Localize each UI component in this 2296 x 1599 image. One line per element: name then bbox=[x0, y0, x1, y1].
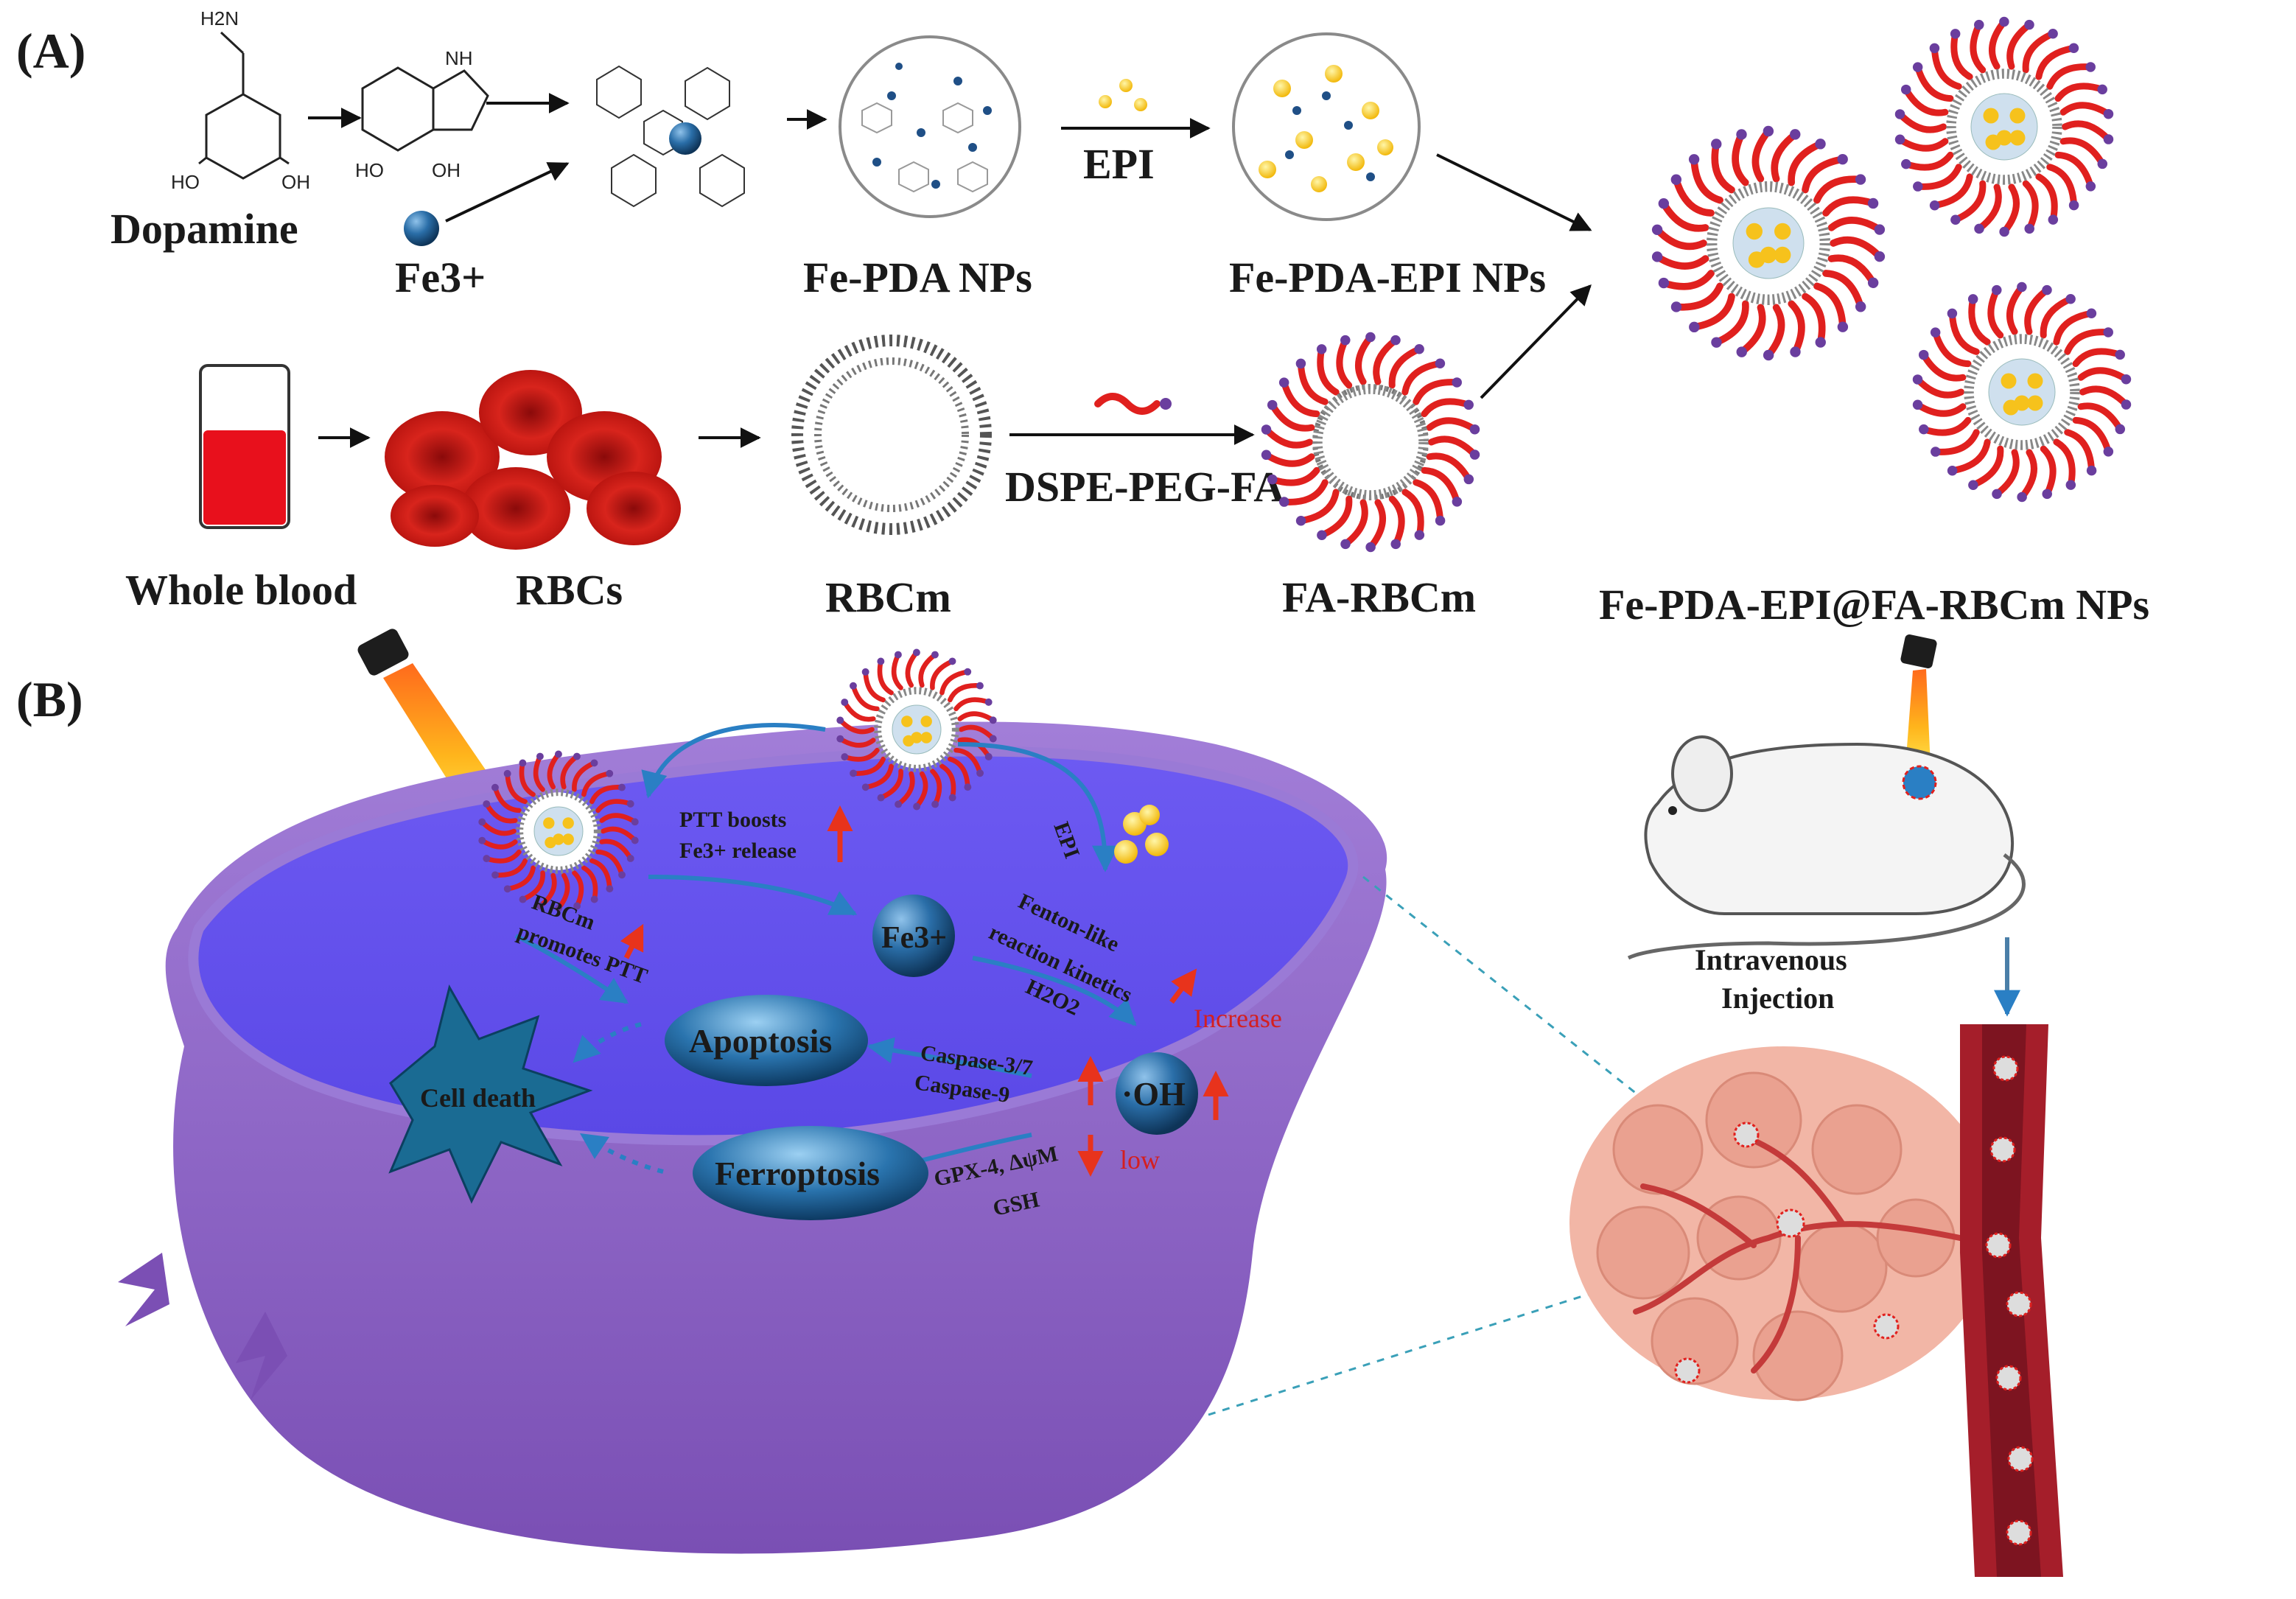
final-nanoparticles bbox=[1651, 16, 2132, 503]
coated-nanoparticle bbox=[478, 750, 639, 912]
dopamine-structure bbox=[198, 31, 290, 180]
ho-label-2: HO bbox=[355, 159, 384, 181]
injection-label: Injection bbox=[1721, 982, 1834, 1015]
coated-nanoparticle bbox=[1894, 16, 2114, 237]
apoptosis-oval bbox=[665, 995, 868, 1086]
blood-vessel bbox=[1960, 1024, 2063, 1577]
rbcs-label: RBCs bbox=[516, 566, 623, 614]
red-arrows bbox=[620, 805, 1229, 1177]
increase-label: Increase bbox=[1194, 1004, 1282, 1033]
zoom-connectors bbox=[1208, 875, 1813, 1416]
fe-pda-epi-nanoparticle bbox=[1232, 32, 1421, 221]
rbcm-vesicle bbox=[791, 335, 992, 535]
red-blood-cells bbox=[385, 370, 681, 550]
nh-label: NH bbox=[445, 47, 473, 69]
epi-label: EPI bbox=[1083, 140, 1155, 188]
fe-pda-polymer bbox=[596, 65, 745, 208]
ferroptosis-oval bbox=[693, 1126, 928, 1220]
final-np-label: Fe-PDA-EPI@FA-RBCm NPs bbox=[1599, 581, 2149, 629]
fe-pda-nanoparticle bbox=[839, 35, 1021, 218]
low-label: low bbox=[1120, 1145, 1160, 1175]
oh-label-2: OH bbox=[432, 159, 461, 181]
coated-nanoparticle bbox=[836, 648, 997, 811]
pathway-arrows bbox=[514, 723, 1137, 1181]
dspe-label: DSPE-PEG-FA bbox=[1005, 463, 1284, 511]
cell-death-label: Cell death bbox=[420, 1083, 536, 1113]
coated-nanoparticle bbox=[1261, 332, 1480, 553]
fe-ion-cell-label: Fe3+ bbox=[881, 921, 947, 955]
fe-release-label: Fe3+ release bbox=[679, 839, 797, 863]
cell-nanoparticles bbox=[478, 648, 997, 912]
fe-ion-sphere bbox=[404, 211, 439, 246]
oh-label: ·OH bbox=[1121, 1075, 1186, 1113]
coated-nanoparticle bbox=[1912, 281, 2132, 503]
apoptosis-label: Apoptosis bbox=[689, 1022, 832, 1060]
fe-ion-cell bbox=[872, 895, 955, 977]
fa-head bbox=[1160, 398, 1172, 410]
dopamine-label: Dopamine bbox=[111, 205, 298, 253]
panel-a-label: (A) bbox=[16, 23, 85, 79]
fe-pda-epi-label: Fe-PDA-EPI NPs bbox=[1229, 253, 1546, 301]
laser-beam-mouse bbox=[1900, 634, 1937, 766]
arrow-to-final-top bbox=[1436, 153, 1592, 231]
fe-pda-label: Fe-PDA NPs bbox=[803, 253, 1032, 301]
whole-blood-label: Whole blood bbox=[125, 566, 357, 614]
arrow-to-final-bottom bbox=[1480, 284, 1592, 399]
rbcm-label: RBCm bbox=[825, 573, 951, 621]
fe3-label: Fe3+ bbox=[395, 253, 486, 301]
coated-nanoparticle bbox=[1651, 125, 1886, 361]
epi-drug-dots bbox=[1099, 79, 1147, 111]
intravenous-label: Intravenous bbox=[1695, 943, 1847, 976]
fa-rbcm bbox=[1261, 332, 1480, 553]
dspe-peg-fa-chain bbox=[1094, 393, 1161, 415]
oh-label-1: OH bbox=[281, 171, 310, 193]
panel-b-label: (B) bbox=[16, 671, 83, 727]
tumor-tissue bbox=[1569, 1046, 1997, 1402]
fa-rbcm-label: FA-RBCm bbox=[1282, 573, 1476, 621]
cell-death-star bbox=[388, 984, 593, 1204]
blood-tube bbox=[199, 364, 290, 529]
indole-structure bbox=[361, 66, 489, 152]
mouse bbox=[1627, 735, 2026, 960]
ptt-boosts-label: PTT boosts bbox=[679, 808, 786, 832]
nh2-label: H2N bbox=[200, 7, 239, 29]
ho-label-1: HO bbox=[171, 171, 200, 193]
ferroptosis-label: Ferroptosis bbox=[715, 1155, 880, 1192]
arrow-fe bbox=[445, 162, 570, 223]
polymer-fe-ion bbox=[669, 122, 701, 155]
oh-sphere bbox=[1116, 1052, 1198, 1135]
epi-drug-cell bbox=[1114, 805, 1169, 864]
